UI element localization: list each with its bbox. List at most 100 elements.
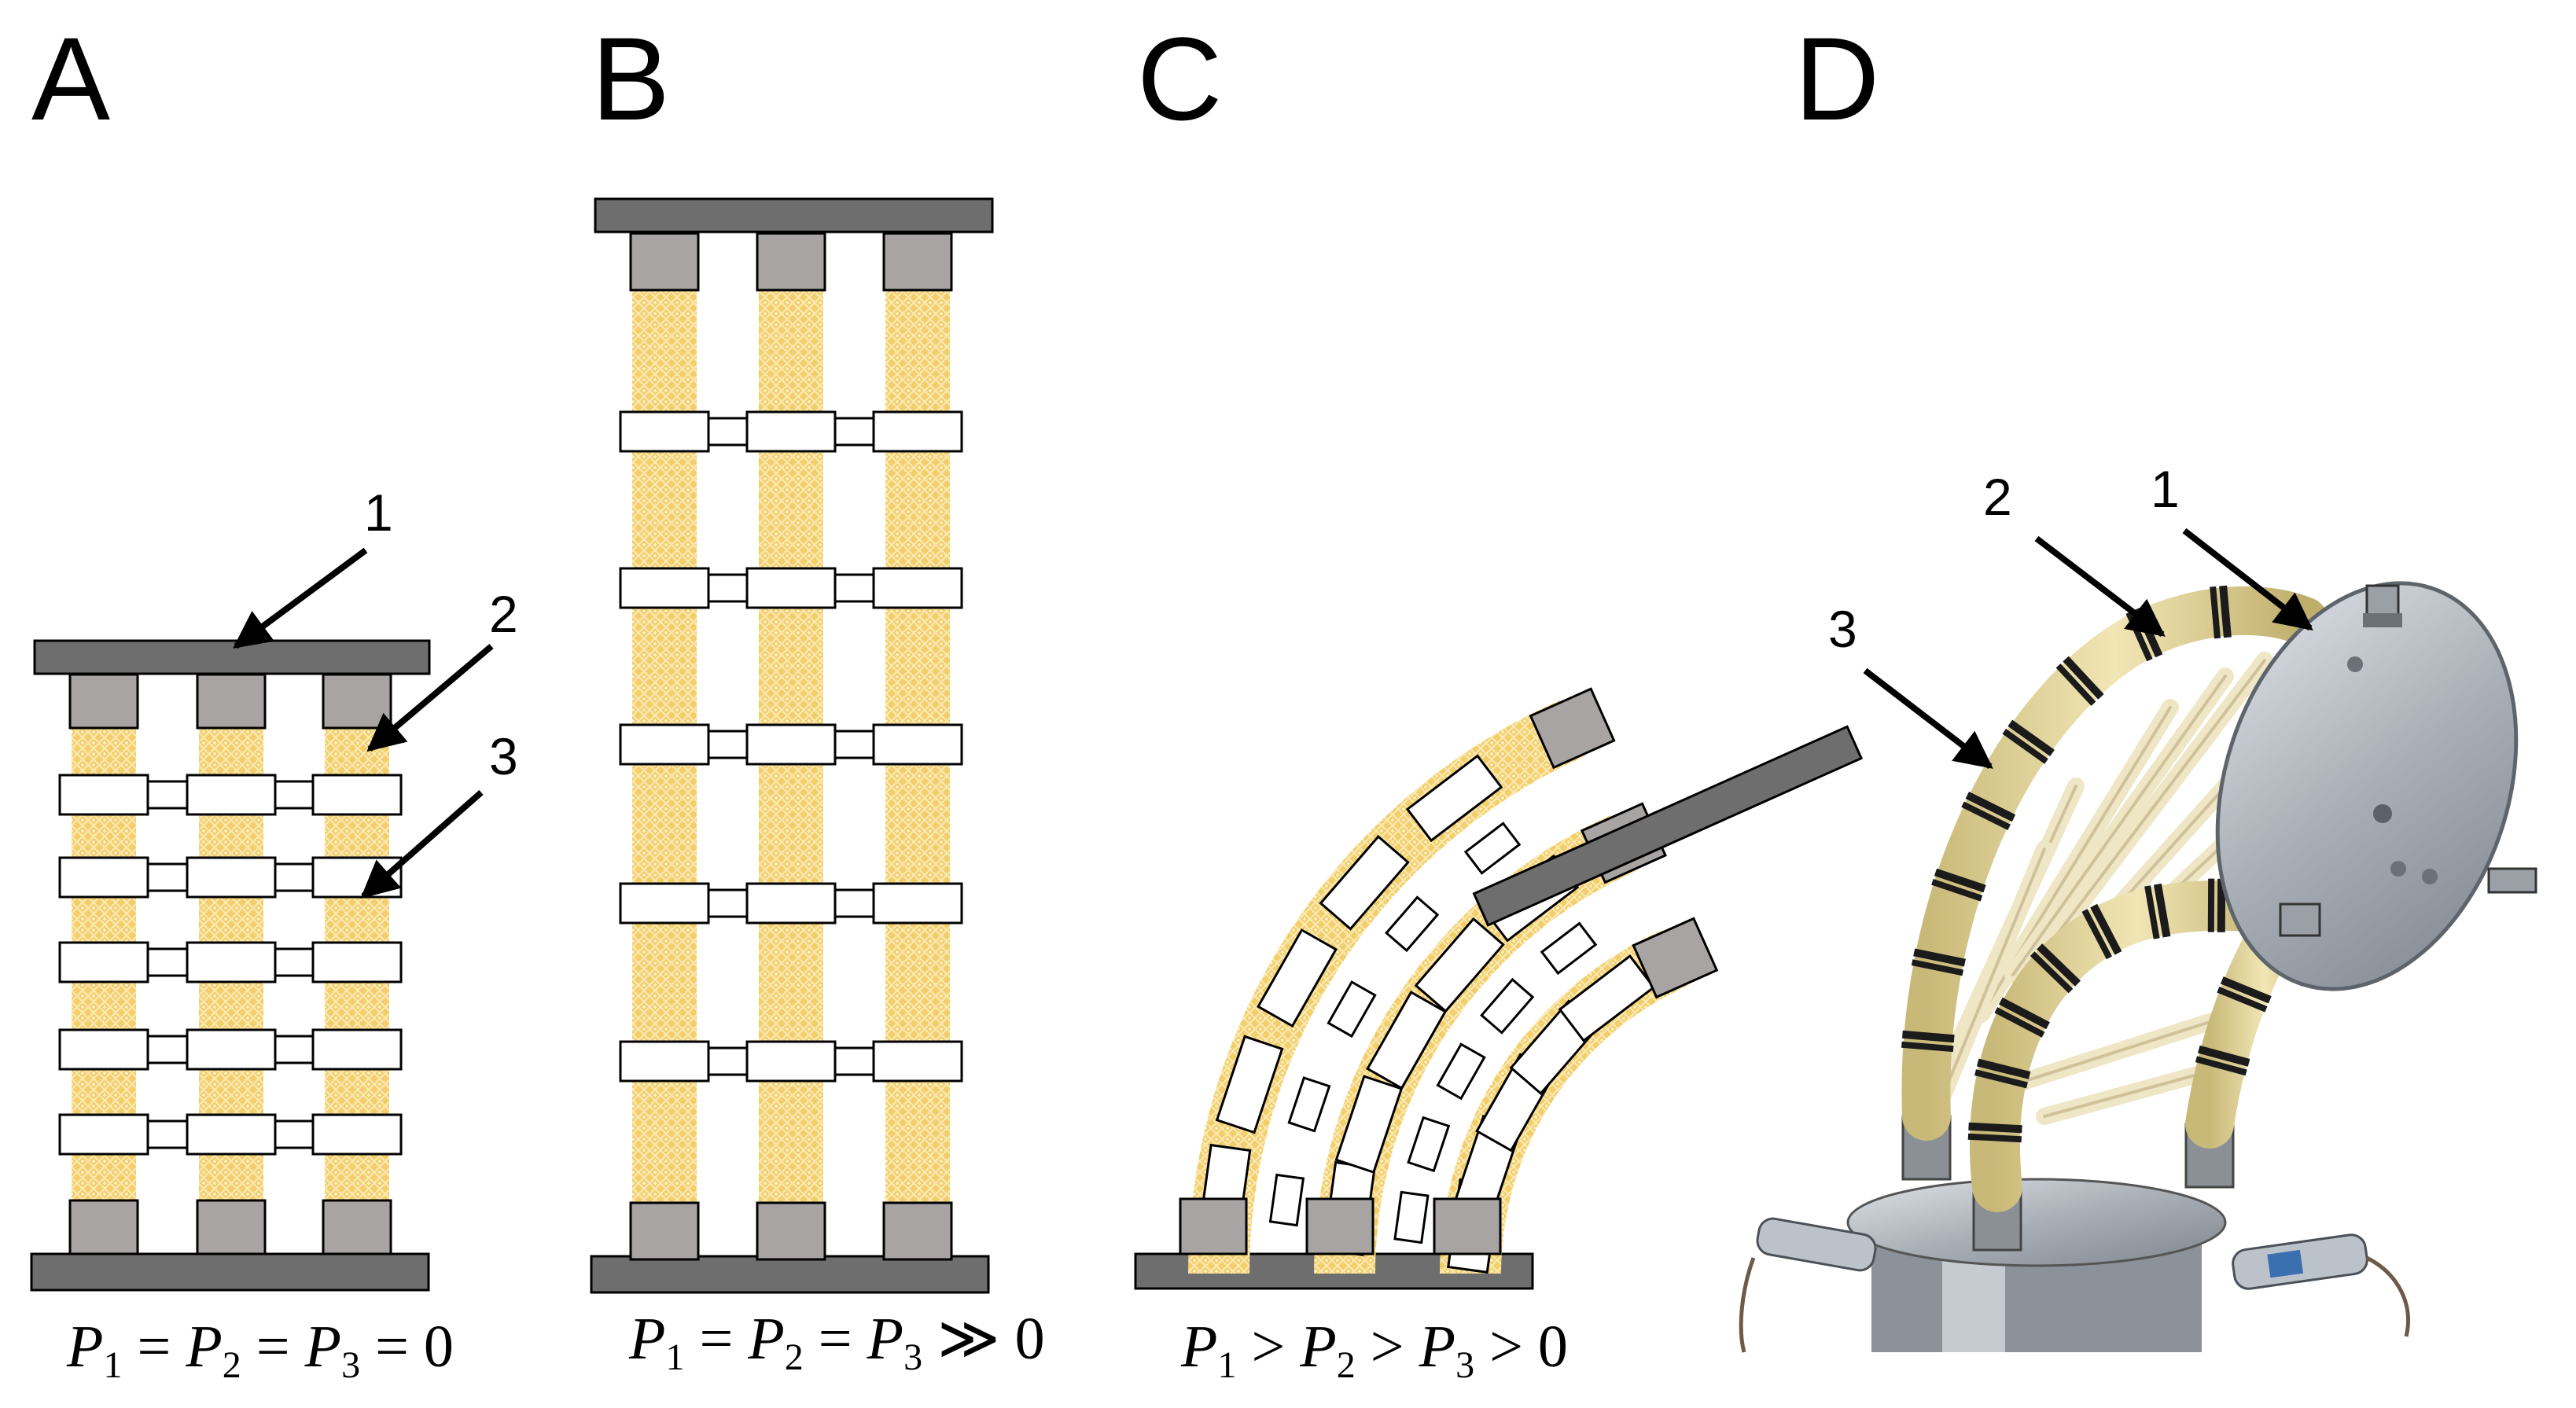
cross-link bbox=[1407, 1116, 1451, 1173]
muscle-end-cap bbox=[882, 1201, 953, 1261]
cross-link bbox=[1385, 895, 1440, 953]
panel-a-diagram bbox=[30, 639, 431, 1292]
sleeve-band bbox=[2207, 878, 2215, 932]
arrow-a-1 bbox=[233, 547, 368, 649]
cross-link bbox=[703, 1046, 753, 1076]
callout-a-3: 3 bbox=[489, 727, 518, 785]
cross-link bbox=[269, 947, 319, 977]
plate-hole bbox=[2347, 656, 2363, 672]
muscle-end-cap bbox=[1305, 1197, 1374, 1255]
ring-band bbox=[745, 1040, 837, 1083]
cross-link bbox=[142, 780, 193, 810]
sleeve-band bbox=[1901, 1041, 1954, 1053]
ring-band bbox=[619, 882, 710, 925]
ring-band bbox=[745, 567, 837, 609]
plate-hole bbox=[2422, 869, 2438, 884]
sleeve-band bbox=[1911, 959, 1964, 976]
ring-band bbox=[745, 723, 837, 766]
cross-link bbox=[703, 730, 753, 759]
cross-link-rod-edge bbox=[2043, 659, 2266, 953]
muscle-end-cap bbox=[629, 1201, 700, 1261]
pressure-sensor-left bbox=[1739, 1217, 1877, 1353]
ring-band bbox=[872, 410, 963, 453]
sleeve-band bbox=[1967, 1133, 2022, 1143]
cross-link bbox=[1480, 977, 1535, 1035]
sleeve-band bbox=[1931, 878, 1983, 902]
sleeve-band bbox=[1961, 801, 2011, 830]
ring-band bbox=[745, 410, 837, 453]
cross-link bbox=[703, 417, 753, 447]
base-plate bbox=[1846, 1178, 2227, 1267]
ring-band bbox=[619, 410, 710, 453]
ring-band bbox=[872, 1040, 963, 1083]
muscle-end-cap bbox=[882, 232, 953, 292]
ring-band bbox=[58, 856, 149, 899]
arrow-d-2 bbox=[2034, 535, 2166, 638]
sleeve-band bbox=[2220, 976, 2272, 1004]
ring-band bbox=[1366, 991, 1448, 1090]
ring-band bbox=[619, 1040, 710, 1083]
cross-link bbox=[269, 862, 319, 892]
muscle-end-cap bbox=[1433, 1197, 1502, 1255]
muscle-end-cap bbox=[68, 673, 139, 730]
ring-band bbox=[619, 723, 710, 766]
sleeve-band bbox=[2055, 664, 2096, 706]
sleeve-band bbox=[1994, 1007, 2045, 1038]
ring-band bbox=[186, 774, 277, 816]
muscle-end-cap bbox=[322, 673, 392, 730]
sleeve-band bbox=[2090, 903, 2122, 955]
bottom-plate bbox=[30, 1252, 430, 1292]
muscle-end-cap bbox=[1179, 1197, 1248, 1255]
cross-link-rod-edge bbox=[2011, 1020, 2211, 1086]
arrow-a-2 bbox=[366, 643, 494, 752]
callout-d-1: 1 bbox=[2151, 460, 2180, 518]
top-plate bbox=[594, 197, 994, 233]
sleeve-band bbox=[2081, 909, 2112, 960]
cross-link-rod-edge bbox=[2011, 675, 2227, 976]
panel-letter-c: C bbox=[1137, 13, 1222, 145]
ring-band bbox=[311, 1028, 403, 1071]
cross-link bbox=[830, 573, 879, 603]
ring-band bbox=[619, 567, 710, 609]
callout-a-2: 2 bbox=[489, 585, 518, 643]
ring-band bbox=[1414, 917, 1505, 1013]
sleeve-band bbox=[2002, 728, 2048, 764]
ring-band bbox=[872, 567, 963, 609]
cross-link bbox=[1268, 1173, 1305, 1227]
sleeve-band bbox=[2153, 883, 2171, 938]
sleeve-band bbox=[2217, 987, 2268, 1013]
cross-link bbox=[1393, 1190, 1430, 1244]
cross-link bbox=[1327, 980, 1377, 1039]
panel-b-diagram bbox=[590, 197, 994, 1294]
muscle-end-cap bbox=[196, 1199, 267, 1255]
muscle-end-cap bbox=[629, 232, 700, 292]
sleeve-band bbox=[1999, 997, 2050, 1030]
muscle-end-cap bbox=[322, 1199, 392, 1255]
callout-d-2: 2 bbox=[1983, 468, 2012, 526]
sleeve-band bbox=[2195, 1056, 2247, 1076]
cross-link bbox=[830, 1046, 879, 1076]
callout-a-1: 1 bbox=[364, 483, 393, 542]
ring-band bbox=[311, 1113, 403, 1156]
ring-band bbox=[1215, 1035, 1284, 1134]
ring-band bbox=[58, 774, 149, 816]
cross-link-rod-edge bbox=[2043, 1068, 2219, 1118]
muscle-end-cap bbox=[1632, 917, 1719, 999]
pressure-sensor-right bbox=[2232, 1233, 2411, 1337]
sleeve-band bbox=[1913, 948, 1966, 967]
end-plate bbox=[2215, 581, 2519, 991]
arrow-d-1 bbox=[2182, 528, 2313, 631]
top-plate bbox=[33, 639, 431, 675]
panel-letter-d: D bbox=[1794, 13, 1879, 145]
plate-hole bbox=[2373, 804, 2392, 823]
cross-link bbox=[1287, 1076, 1331, 1133]
ring-band bbox=[186, 1113, 277, 1156]
panel-c-diagram bbox=[1134, 687, 1864, 1290]
panel-letter-b: B bbox=[591, 13, 670, 145]
cross-link bbox=[142, 862, 193, 892]
cross-link bbox=[830, 888, 879, 918]
cross-link bbox=[1540, 921, 1598, 976]
callout-d-3: 3 bbox=[1828, 600, 1857, 658]
panel-letter-a: A bbox=[31, 13, 110, 145]
